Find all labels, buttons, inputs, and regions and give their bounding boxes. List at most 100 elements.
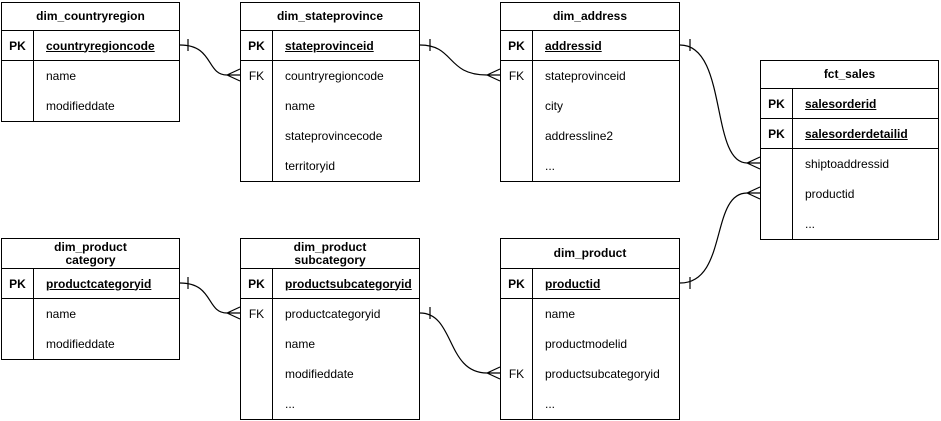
relationship-stateprovince-address[interactable] — [419, 39, 501, 82]
pk-field-name: salesorderid — [805, 96, 877, 111]
pk-field-name: stateprovinceid — [285, 38, 374, 53]
attribute-section: FK name productmodelid productsubcategor… — [501, 299, 679, 419]
entity-title: dim_address — [501, 3, 679, 31]
relationship-line[interactable] — [679, 192, 748, 284]
field-name: name — [285, 99, 316, 113]
field-name: modifieddate — [46, 337, 115, 351]
key-column — [761, 149, 793, 239]
field-name: productmodelid — [545, 337, 628, 351]
field-name: productcategoryid — [285, 307, 381, 321]
key-label — [241, 359, 272, 389]
key-label — [2, 91, 33, 121]
key-column: FK — [241, 61, 273, 181]
attribute-section: FK productcategoryid name modifieddate .… — [241, 299, 419, 419]
attribute-section: name modifieddate — [2, 61, 179, 121]
key-column: FK — [501, 299, 533, 419]
entity-title: dim_stateprovince — [241, 3, 419, 31]
key-label: FK — [508, 367, 525, 381]
field-name: name — [46, 307, 77, 321]
entity-dim-product[interactable]: dim_product PK productid FK name product… — [500, 238, 680, 420]
field-name: territoryid — [285, 159, 336, 173]
entity-title: fct_sales — [761, 61, 938, 89]
pk-row: PK countryregioncode — [2, 31, 179, 61]
field-column: countryregioncode name stateprovincecode… — [273, 61, 419, 181]
key-label: FK — [248, 307, 265, 321]
pk-row: PK addressid — [501, 31, 679, 61]
key-label — [501, 91, 532, 121]
entity-dim-stateprovince[interactable]: dim_stateprovince PK stateprovinceid FK … — [240, 2, 420, 182]
relationship-category-subcategory[interactable] — [179, 277, 241, 320]
field-name: productsubcategoryid — [545, 367, 660, 381]
field-name: ... — [285, 397, 296, 411]
many-cardinality-crowfoot-icon — [746, 186, 761, 200]
field-name: shiptoaddressid — [805, 157, 890, 171]
relationship-subcategory-product[interactable] — [419, 307, 501, 380]
key-label — [761, 209, 792, 239]
key-label: PK — [501, 269, 533, 298]
key-label — [241, 121, 272, 151]
pk-field-name: productsubcategoryid — [285, 276, 412, 291]
key-label — [501, 151, 532, 181]
pk-row: PK productsubcategoryid — [241, 269, 419, 299]
relationship-countryregion-stateprovince[interactable] — [179, 39, 241, 82]
field-column: name productmodelid productsubcategoryid… — [533, 299, 679, 419]
field-name: countryregioncode — [285, 69, 384, 83]
key-label — [501, 299, 532, 329]
relationship-product-fctsales[interactable] — [679, 186, 761, 289]
key-label — [2, 329, 33, 359]
relationship-line[interactable] — [419, 312, 488, 374]
key-label: FK — [248, 69, 265, 83]
entity-dim-address[interactable]: dim_address PK addressid FK stateprovinc… — [500, 2, 680, 182]
key-column: FK — [501, 61, 533, 181]
field-name: name — [285, 337, 316, 351]
key-label: PK — [2, 269, 34, 298]
pk-field-name: addressid — [545, 38, 602, 53]
pk-row: PK salesorderid — [761, 89, 938, 119]
entity-dim-product-category[interactable]: dim_product category PK productcategoryi… — [1, 238, 180, 360]
pk-field-name: salesorderdetailid — [805, 126, 908, 141]
key-label: PK — [761, 89, 793, 118]
key-label: PK — [761, 119, 793, 148]
key-label: PK — [2, 31, 34, 60]
key-label — [241, 389, 272, 419]
field-name: stateprovinceid — [545, 69, 626, 83]
pk-row: PK productcategoryid — [2, 269, 179, 299]
attribute-section: FK stateprovinceid city addressline2 ... — [501, 61, 679, 181]
many-cardinality-crowfoot-icon — [486, 68, 501, 82]
key-label: FK — [508, 69, 525, 83]
relationship-line[interactable] — [179, 44, 228, 76]
key-label — [241, 91, 272, 121]
key-label: PK — [241, 31, 273, 60]
entity-dim-product-subcategory[interactable]: dim_product subcategory PK productsubcat… — [240, 238, 420, 420]
attribute-section: shiptoaddressid productid ... — [761, 149, 938, 239]
relationship-address-fctsales[interactable] — [679, 39, 761, 170]
field-name: addressline2 — [545, 129, 614, 143]
pk-row: PK stateprovinceid — [241, 31, 419, 61]
attribute-section: FK countryregioncode name stateprovincec… — [241, 61, 419, 181]
many-cardinality-crowfoot-icon — [746, 156, 761, 170]
attribute-section: name modifieddate — [2, 299, 179, 359]
pk-field-name: productcategoryid — [46, 276, 152, 291]
entity-title: dim_product category — [2, 239, 179, 269]
entity-fct-sales[interactable]: fct_sales PK salesorderid PK salesorderd… — [760, 60, 939, 240]
field-name: city — [545, 99, 563, 113]
field-column: name modifieddate — [34, 299, 179, 359]
key-label — [761, 179, 792, 209]
field-name: ... — [805, 217, 816, 231]
key-label — [241, 151, 272, 181]
field-column: stateprovinceid city addressline2 ... — [533, 61, 679, 181]
key-label — [501, 389, 532, 419]
field-column: name modifieddate — [34, 61, 179, 121]
pk-row: PK productid — [501, 269, 679, 299]
pk-field-name: productid — [545, 276, 601, 291]
key-label — [501, 329, 532, 359]
relationship-line[interactable] — [179, 282, 228, 314]
relationship-line[interactable] — [679, 44, 748, 164]
field-column: productcategoryid name modifieddate ... — [273, 299, 419, 419]
field-column: shiptoaddressid productid ... — [793, 149, 938, 239]
entity-dim-countryregion[interactable]: dim_countryregion PK countryregioncode n… — [1, 2, 180, 122]
pk-field-name: countryregioncode — [46, 38, 155, 53]
field-name: modifieddate — [46, 99, 115, 113]
field-name: ... — [545, 397, 556, 411]
